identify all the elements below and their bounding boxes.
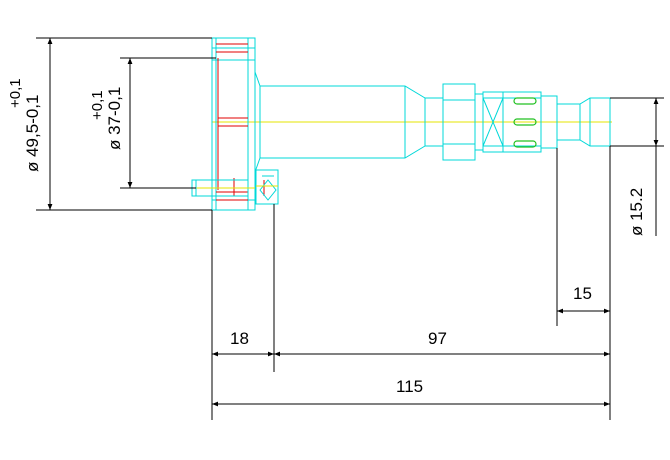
hidden-features [216, 43, 265, 201]
inner-diameter-tolerance: +0,1 [89, 90, 106, 120]
part-outline [191, 37, 612, 211]
tip [557, 97, 611, 147]
inner-diameter-label: ø 37-0,1 [105, 87, 124, 150]
grip-markings [513, 97, 537, 148]
dimensions [36, 37, 664, 420]
screw [191, 169, 279, 205]
outer-diameter-tolerance: +0,1 [7, 78, 24, 108]
dimension-labels: ø 49,5-0,1 +0,1 ø 37-0,1 +0,1 ø 15.2 18 … [7, 78, 646, 396]
body-length-label: 97 [428, 329, 447, 348]
total-length-label: 115 [396, 377, 423, 396]
flange-length-label: 18 [230, 329, 249, 348]
tip-length-label: 15 [573, 284, 592, 303]
outer-diameter-label: ø 49,5-0,1 [23, 95, 42, 173]
knurled-body [482, 91, 558, 153]
tip-diameter-label: ø 15.2 [627, 188, 646, 236]
